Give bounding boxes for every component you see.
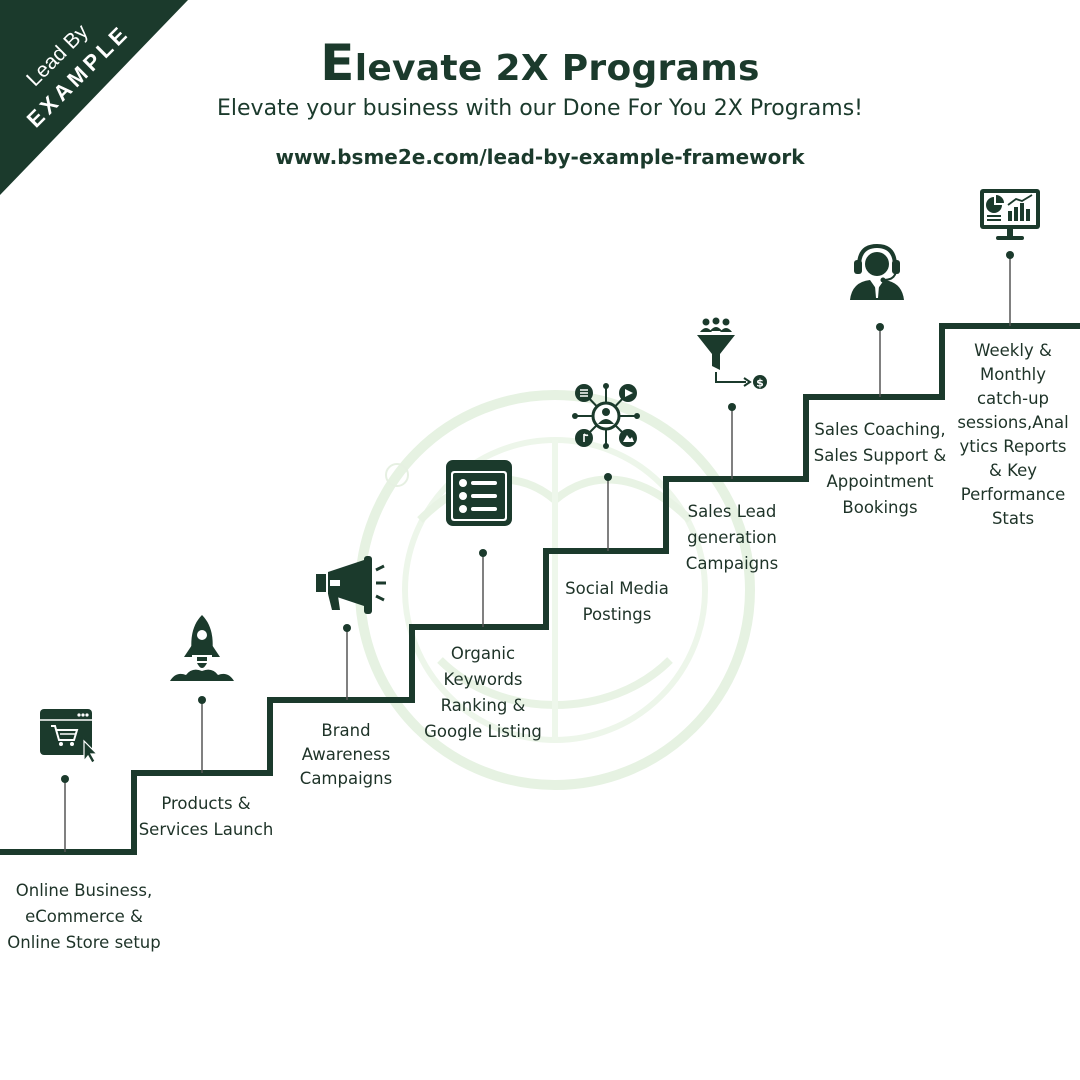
title-initial: E [320,34,355,92]
shopping-cart-browser-icon [40,709,99,764]
staircase-line [0,323,1080,855]
megaphone-icon [316,556,386,614]
brand-corner-banner [0,0,188,195]
list-window-icon [446,460,512,526]
social-network-icon [572,383,640,449]
analytics-monitor-icon [980,189,1040,240]
svg-text:$: $ [756,377,764,390]
step-label-products-services-launch: Products &Services Launch [138,794,274,839]
step-label-sales-coaching: Sales Coaching,Sales Support &Appointmen… [813,420,947,517]
page-subtitle: Elevate your business with our Done For … [217,96,863,121]
step-label-online-store-setup: Online Business,eCommerce &Online Store … [7,881,161,952]
connectors [64,255,1011,852]
lead-funnel-icon: $ [697,317,767,390]
connector-dots [61,251,1014,783]
brand-logo: Lead By EXAMPLE [22,20,135,133]
support-agent-icon [850,243,904,300]
rocket-launch-icon [170,615,234,681]
title-rest: levate 2X Programs [354,48,760,89]
page-title: Elevate 2X Programs [0,34,1080,92]
framework-url[interactable]: www.bsme2e.com/lead-by-example-framework [275,145,805,169]
